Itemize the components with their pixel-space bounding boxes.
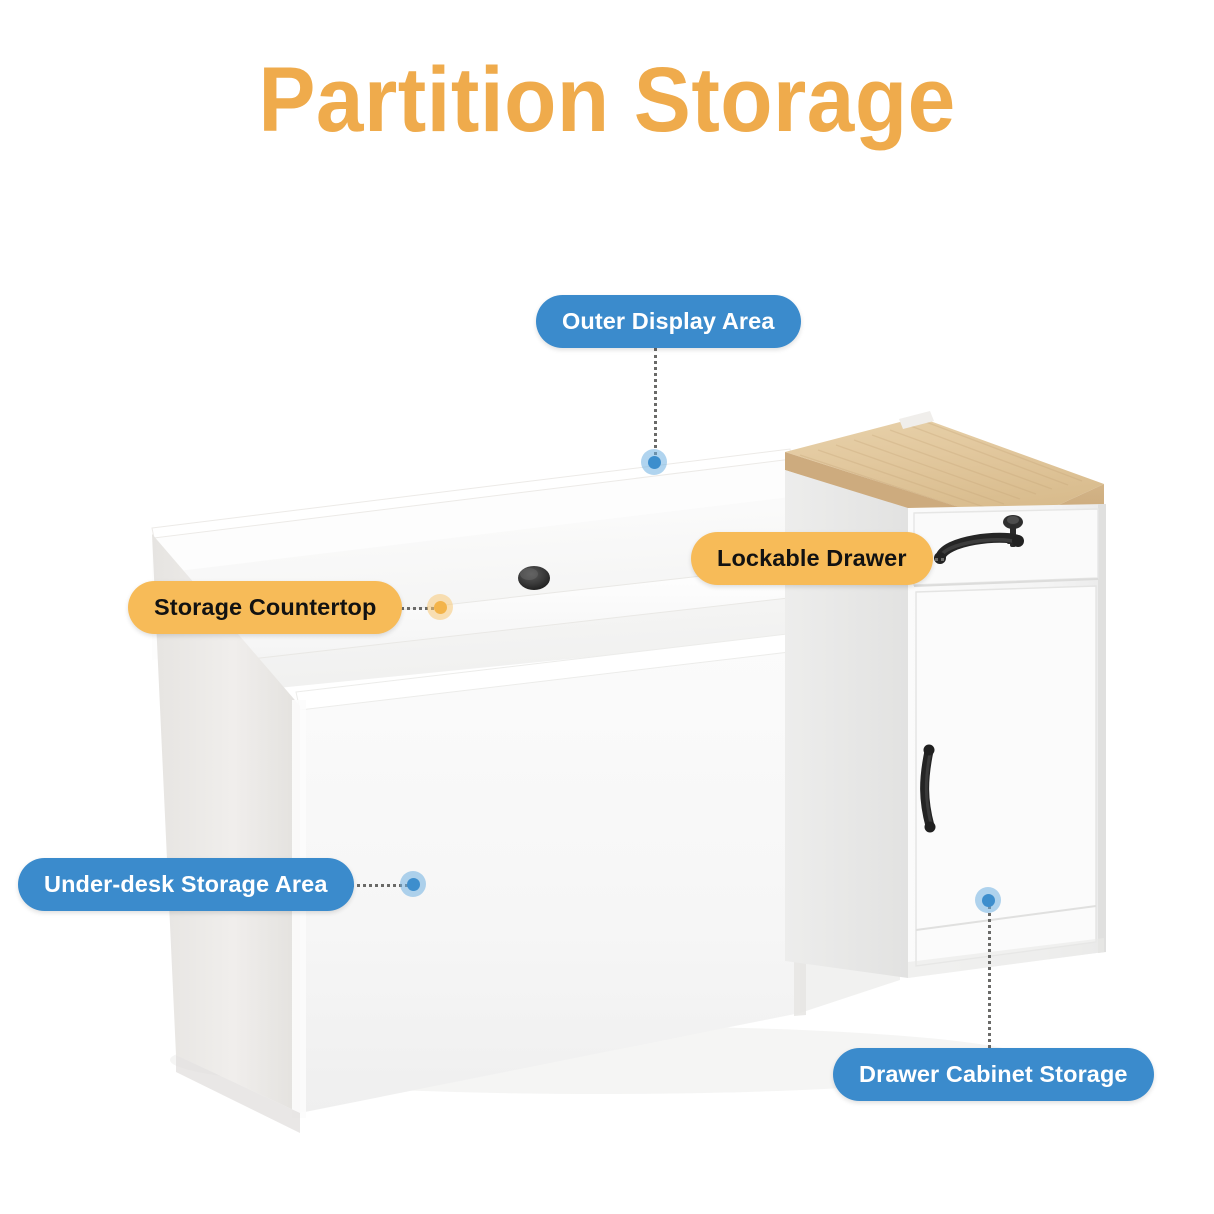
cabinet-door-handle-icon: [920, 744, 936, 833]
callout-under-desk-storage-area[interactable]: Under-desk Storage Area: [18, 858, 354, 911]
cabinet-right-edge: [1098, 504, 1106, 953]
callout-lockable-drawer[interactable]: Lockable Drawer: [691, 532, 933, 585]
endpoint-dot-drawer-cabinet-storage: [975, 887, 1001, 913]
endpoint-dot-storage-countertop: [427, 594, 453, 620]
cable-grommet-icon: [518, 566, 550, 590]
endpoint-dot-under-desk-storage-area: [400, 871, 426, 897]
connector-under-desk-storage-area: [322, 884, 414, 887]
top-back-bump: [899, 411, 934, 429]
callout-outer-display-area[interactable]: Outer Display Area: [536, 295, 801, 348]
drawer-gap-line: [913, 578, 1099, 587]
connector-outer-display-area: [654, 348, 657, 455]
page-title: Partition Storage: [258, 49, 956, 151]
cabinet-base-line: [915, 905, 1097, 931]
cabinet-left-side: [785, 470, 908, 978]
wood-grain: [799, 421, 1083, 514]
wood-counter-top: [785, 417, 1104, 525]
left-panel-bottom-taper: [176, 1055, 300, 1133]
left-side-panel: [152, 534, 300, 1113]
connector-drawer-cabinet-storage: [988, 906, 991, 1048]
endpoint-dot-outer-display-area: [641, 449, 667, 475]
callout-storage-countertop[interactable]: Storage Countertop: [128, 581, 403, 634]
callout-drawer-cabinet-storage[interactable]: Drawer Cabinet Storage: [833, 1048, 1154, 1101]
cable-grommet-highlight: [520, 568, 538, 580]
cabinet-bottom-shadow: [908, 938, 1104, 978]
under-desk-modesty-panel: [300, 645, 800, 1113]
